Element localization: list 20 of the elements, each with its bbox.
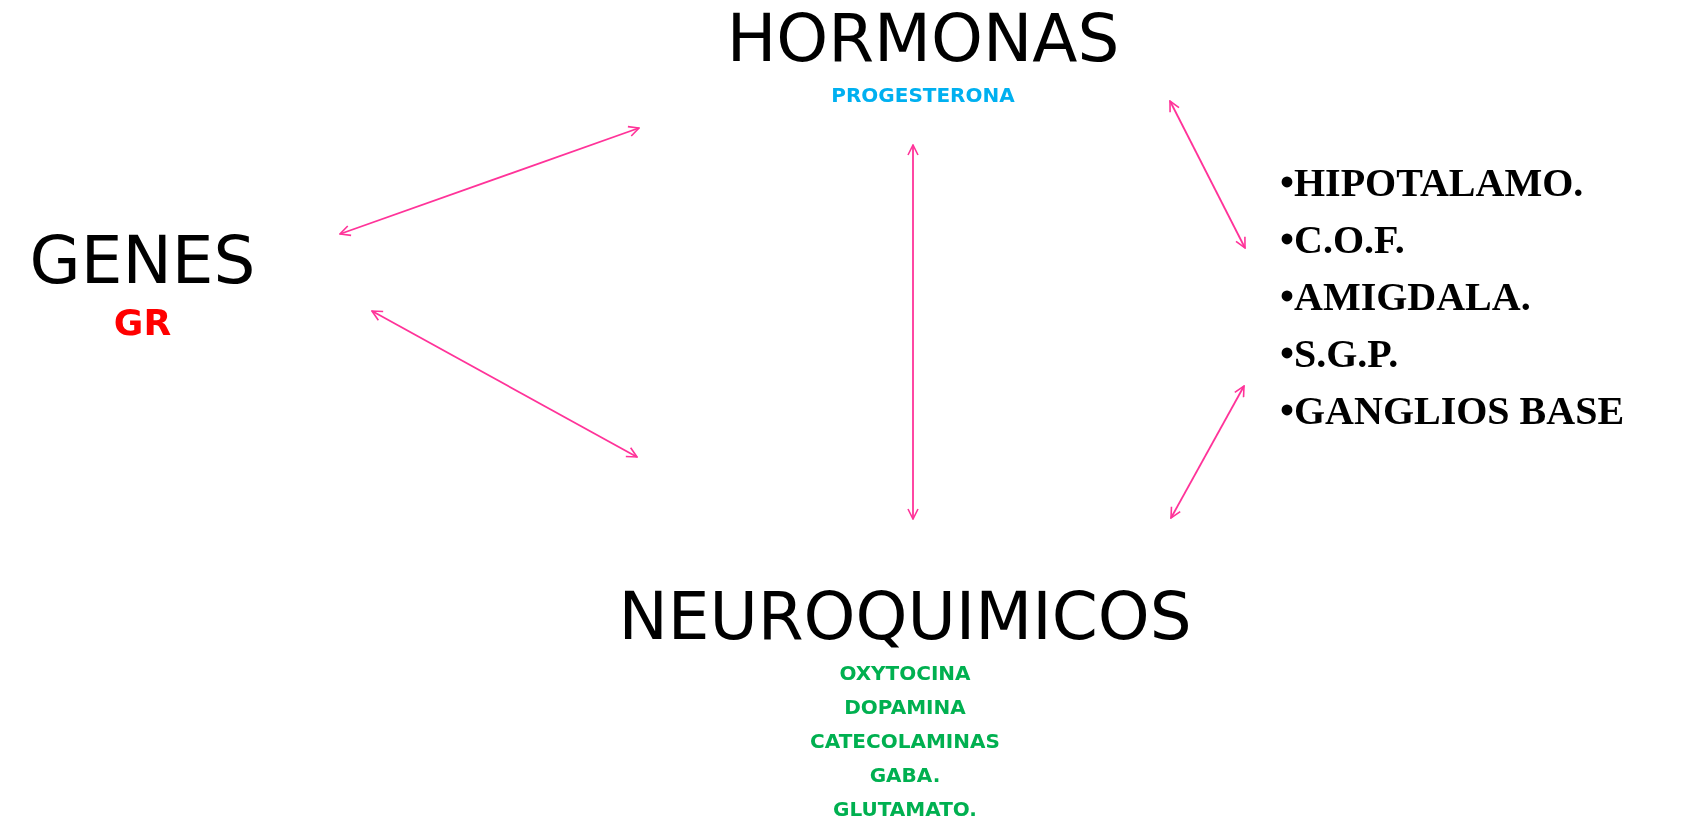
neurochemical-label: GLUTAMATO. bbox=[833, 796, 977, 823]
title-text: GENES bbox=[29, 222, 256, 300]
brain-region-item: •S.G.P. bbox=[1280, 330, 1399, 378]
title-text: NEUROQUIMICOS bbox=[618, 578, 1192, 656]
neurochemical-label: DOPAMINA bbox=[844, 694, 966, 721]
double-arrow bbox=[907, 144, 919, 520]
brain-region-item: •GANGLIOS BASE bbox=[1280, 387, 1625, 435]
brain-region-item: •AMIGDALA. bbox=[1280, 273, 1531, 321]
neurochemical-label: CATECOLAMINAS bbox=[810, 728, 1000, 755]
double-arrow bbox=[371, 310, 638, 458]
hormone-label: PROGESTERONA bbox=[831, 82, 1015, 109]
double-arrow bbox=[339, 125, 640, 237]
gene-label: GR bbox=[113, 301, 172, 345]
neurochemical-label: GABA. bbox=[869, 762, 941, 789]
double-arrow bbox=[1170, 385, 1245, 519]
brain-region-item: •C.O.F. bbox=[1280, 216, 1405, 264]
brain-region-item: •HIPOTALAMO. bbox=[1280, 159, 1584, 207]
title-text: HORMONAS bbox=[726, 0, 1120, 78]
neurochemical-label: OXYTOCINA bbox=[839, 660, 971, 687]
double-arrow bbox=[1169, 100, 1246, 249]
